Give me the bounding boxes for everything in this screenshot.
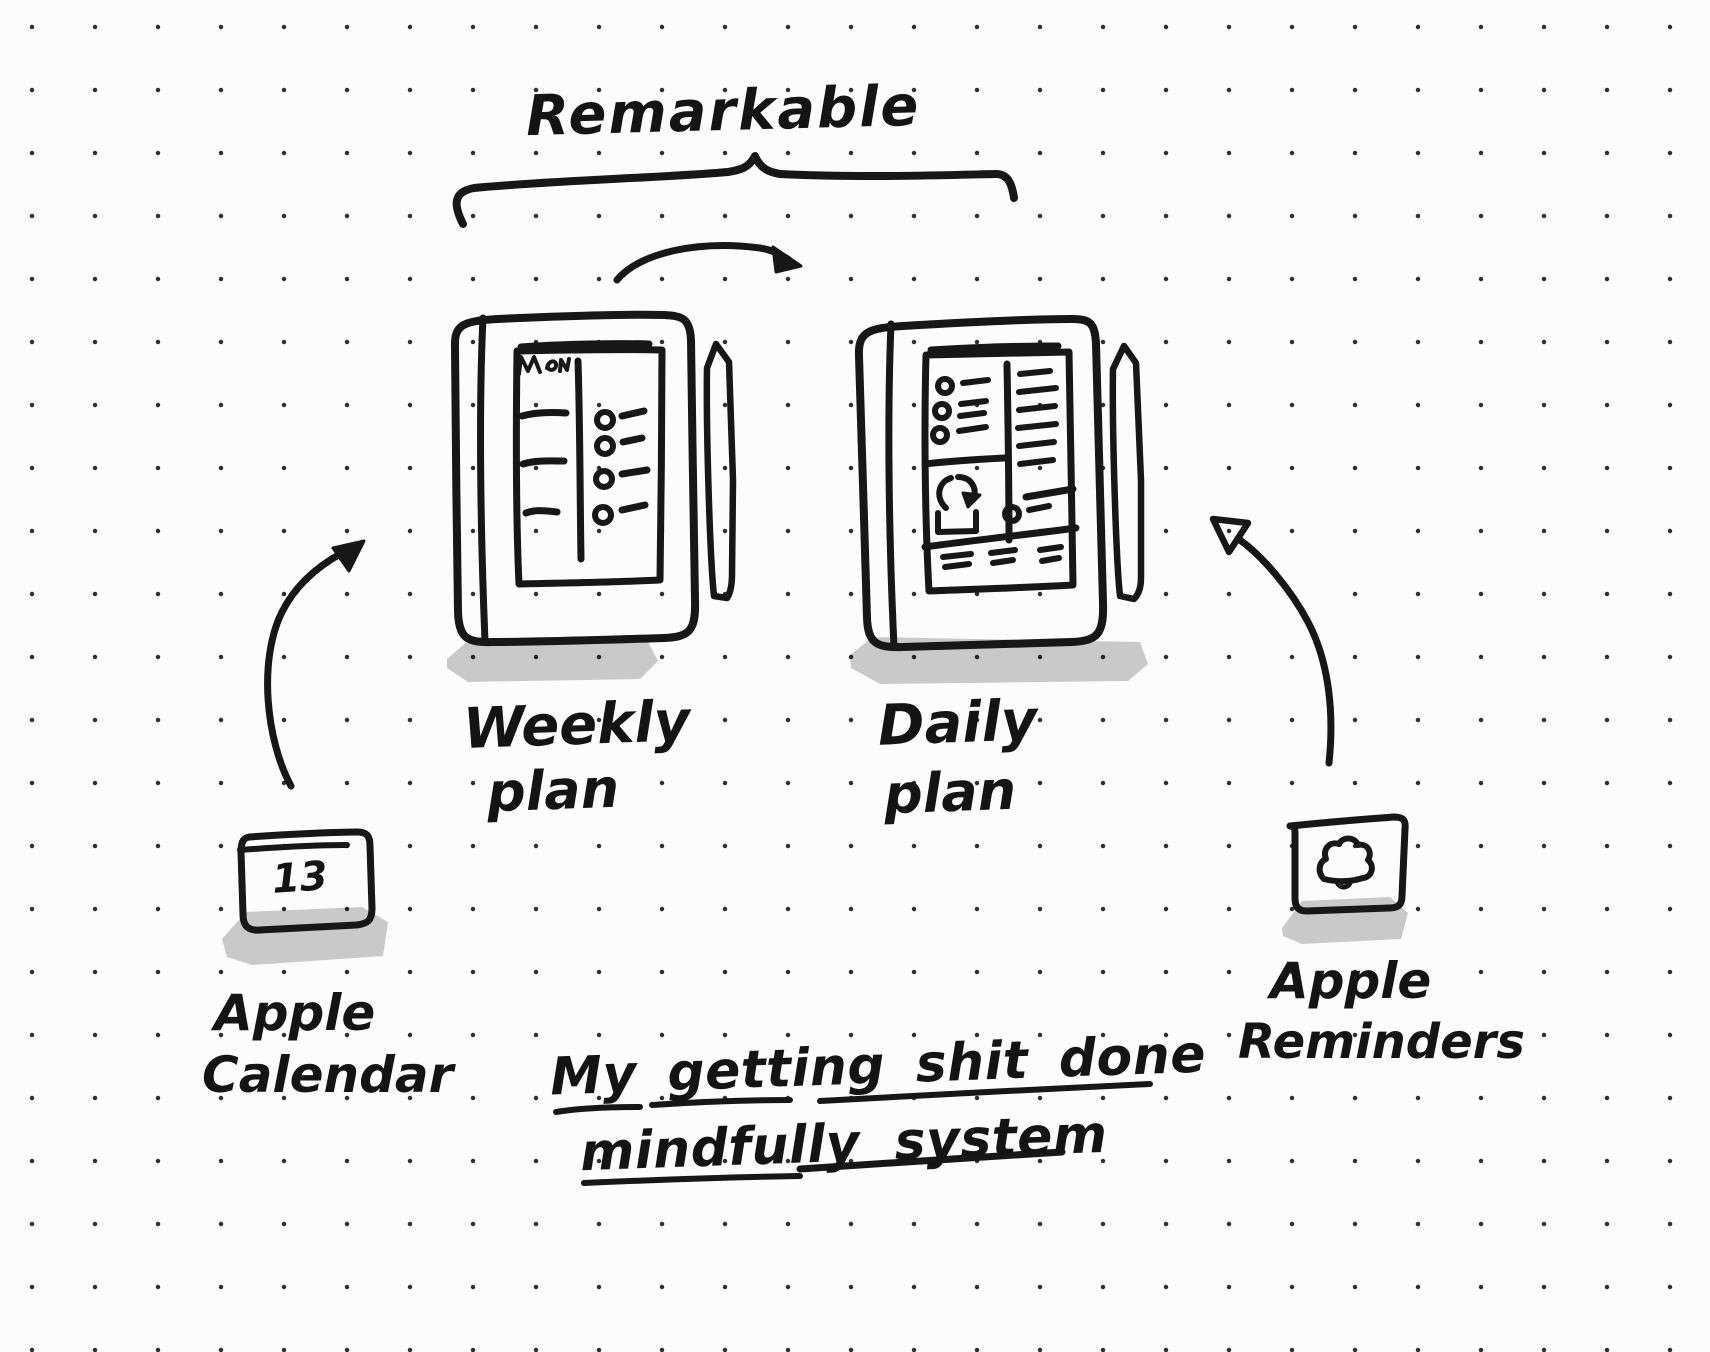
weekly-tablet-sketch xyxy=(447,310,737,682)
reminders-to-daily-arrow xyxy=(1209,515,1335,767)
calendar-to-weekly-arrow xyxy=(264,539,366,790)
divider-hook xyxy=(1002,504,1022,524)
screen-top-line xyxy=(517,340,653,351)
tablet-screen xyxy=(921,348,1077,595)
arrow-shaft xyxy=(1236,536,1335,767)
reminders-frame xyxy=(1286,813,1409,915)
calendar-date-number: 13 xyxy=(270,853,330,903)
screen-title-scribble xyxy=(517,355,571,376)
checklist-icon xyxy=(930,376,991,445)
reminders-bell-icon xyxy=(1282,813,1409,944)
remarkable-label: Remarkable xyxy=(525,73,922,150)
arrow-shaft xyxy=(264,549,346,790)
weekly-plan-label-title: Weekly xyxy=(461,689,692,762)
weekly-plan-label-subtitle: plan xyxy=(485,756,621,825)
recycle-icon xyxy=(935,474,982,535)
bottom-equal-marks xyxy=(940,544,1064,570)
weekly-to-daily-arrow xyxy=(613,242,803,284)
left-column-divider xyxy=(921,454,1008,468)
caption-underlines xyxy=(553,1081,1153,1186)
daily-plan-label-title: Daily xyxy=(876,688,1039,759)
checklist-icon xyxy=(592,407,651,526)
notes-text-lines xyxy=(1015,368,1059,467)
apple-reminders-label-line1: Apple xyxy=(1270,952,1432,1010)
tablet-spine-line xyxy=(885,320,898,651)
arrow-head xyxy=(1209,515,1252,556)
daily-tablet-sketch xyxy=(850,315,1148,684)
daily-plan-label-subtitle: plan xyxy=(882,758,1018,827)
apple-calendar-label-line2: Calendar xyxy=(202,1046,454,1104)
tablet-spine-line xyxy=(477,314,489,645)
icon-shadow xyxy=(1282,897,1408,944)
calendar-icon xyxy=(222,828,388,965)
tablet-body xyxy=(450,310,700,647)
arrow-shaft xyxy=(613,242,793,284)
screen-top-line xyxy=(927,342,1062,354)
bell-glyph xyxy=(1316,835,1375,885)
notes-dash xyxy=(1026,503,1052,513)
apple-calendar-label-line1: Apple xyxy=(214,984,376,1042)
stylus-icon xyxy=(703,340,737,602)
schedule-lines xyxy=(518,408,570,517)
arrow-head xyxy=(771,245,803,274)
bottom-section-line xyxy=(921,524,1080,551)
bell-clapper xyxy=(1334,879,1353,890)
tablet-screen xyxy=(512,346,666,588)
screen-column-divider xyxy=(574,357,585,563)
remarkable-brace xyxy=(452,152,1018,228)
tablet-body xyxy=(854,315,1108,652)
tablet-shadow xyxy=(447,636,658,682)
calendar-frame xyxy=(237,828,376,934)
icon-shadow xyxy=(222,907,388,965)
arrow-head xyxy=(331,539,366,573)
notes-section-line xyxy=(1022,485,1077,501)
stylus-icon xyxy=(1109,342,1145,603)
calendar-header-line xyxy=(237,842,350,853)
apple-reminders-label-line2: Reminders xyxy=(1238,1014,1525,1070)
